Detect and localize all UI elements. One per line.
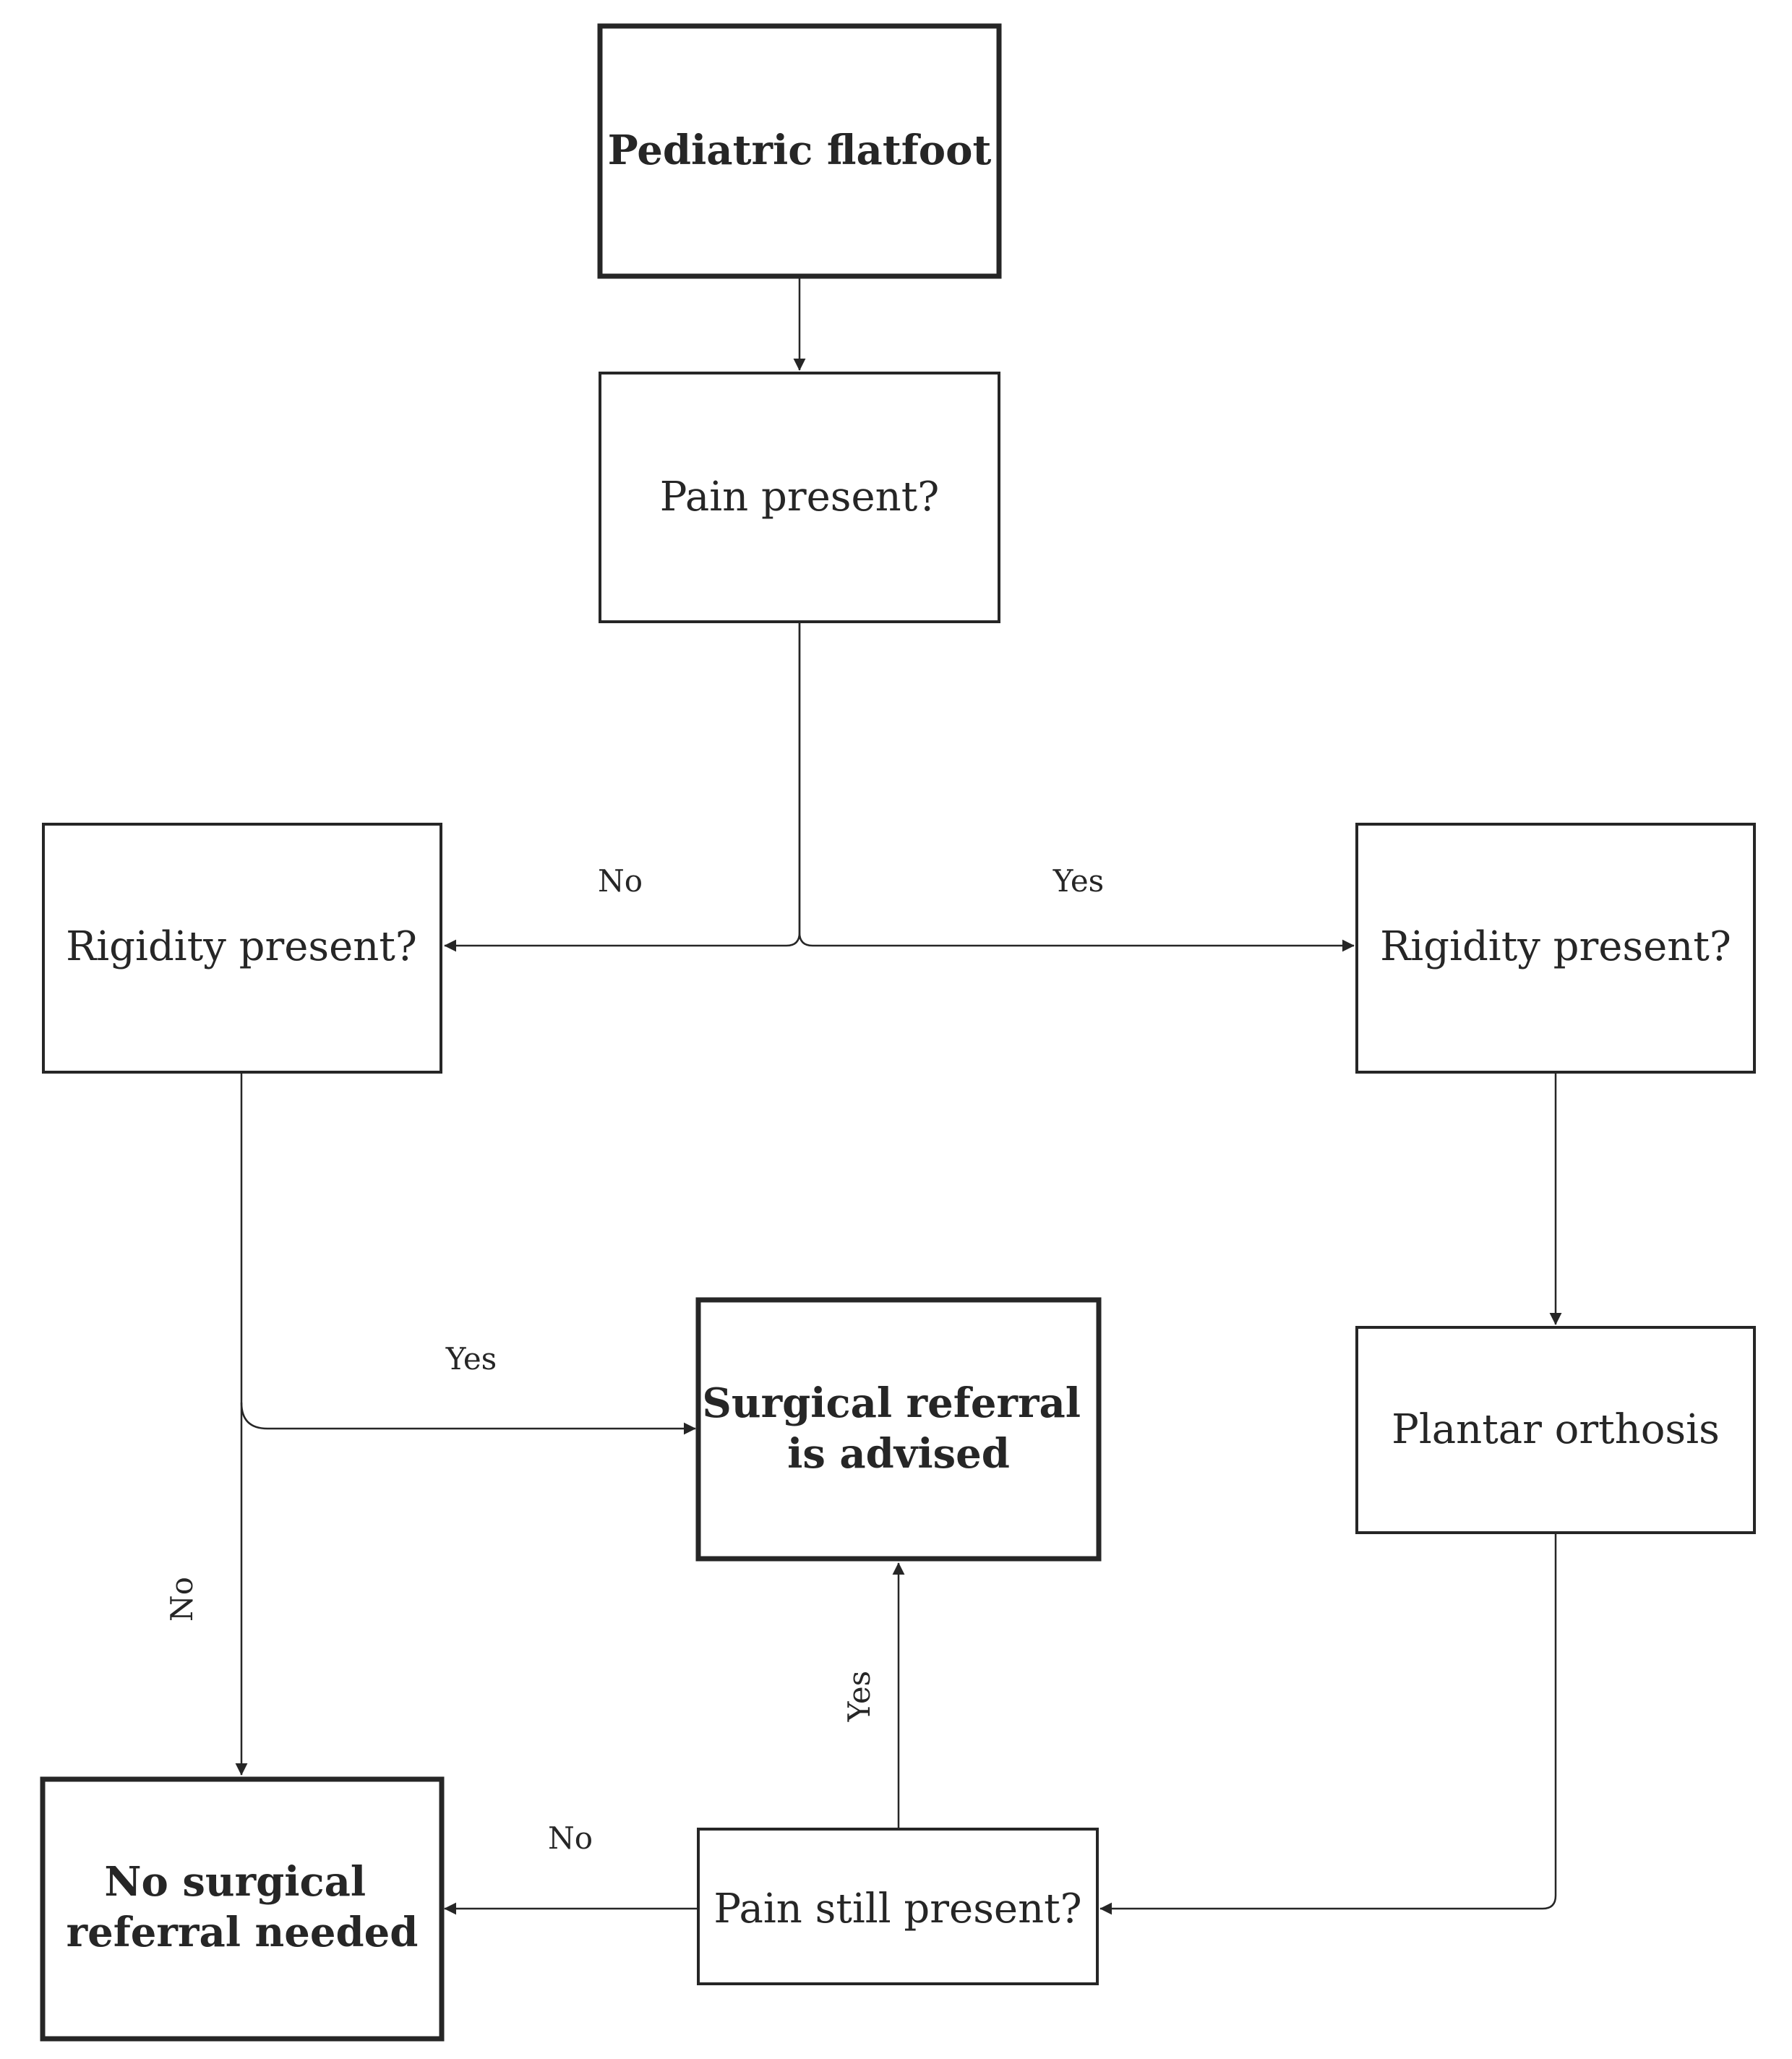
edge-label-pain-yes: Yes [1053, 863, 1105, 899]
node-pain-present-line-1: Pain present? [660, 474, 940, 521]
node-surgical-referral-advised-line-1: Surgical referral [702, 1379, 1081, 1427]
node-plantar-orthosis: Plantar orthosis [1355, 1326, 1756, 1534]
edge-rigidity-left-to-surgical [240, 1402, 696, 1435]
node-no-surgical-referral-needed-line-1: No surgical [104, 1858, 366, 1906]
node-no-surgical-referral-needed: No surgical referral needed [40, 1776, 445, 2042]
svg-text:Surgical referral is a: Surgical referral is advised [702, 1379, 1094, 1478]
node-pediatric-flatfoot: Pediatric flatfoot [597, 23, 1002, 279]
node-no-surgical-referral-needed-line-2: referral needed [67, 1909, 419, 1956]
svg-text:Rigidity present?: Rigidity present? [1380, 923, 1731, 970]
svg-text:Plantar orthosis: Plantar orthosis [1392, 1406, 1720, 1453]
edges [235, 276, 1562, 1915]
edge-pain-to-rigidity-right [798, 622, 1355, 952]
node-rigidity-present-left: Rigidity present? [42, 823, 442, 1074]
node-rigidity-present-left-line-1: Rigidity present? [66, 923, 417, 970]
node-plantar-orthosis-line-1: Plantar orthosis [1392, 1406, 1720, 1453]
node-surgical-referral-advised-line-2: is advised [787, 1430, 1010, 1478]
svg-text:Pain present?: Pain present? [660, 474, 940, 521]
node-pediatric-flatfoot-line-1: Pediatric flatfoot [608, 127, 992, 174]
svg-text:Pediatric flatfoot: Pediatric flatfoot [608, 127, 992, 174]
svg-text:Rigidity present?: Rigidity present? [66, 923, 417, 970]
nodes: Pediatric flatfoot Pain present? Rigidit… [40, 23, 1756, 2042]
node-pain-present: Pain present? [599, 372, 1000, 623]
edge-label-pain-no: No [598, 863, 643, 899]
edge-label-rigidity-yes: Yes [445, 1341, 497, 1377]
edge-label-pain-still-yes: Yes [841, 1671, 877, 1723]
node-pain-still-present-line-1: Pain still present? [713, 1885, 1081, 1932]
edge-label-rigidity-no: No [164, 1577, 200, 1622]
edge-label-pain-still-no: No [548, 1820, 593, 1856]
svg-text:Pain still present?: Pain still present? [713, 1885, 1081, 1932]
node-pain-still-present: Pain still present? [697, 1828, 1099, 1985]
node-surgical-referral-advised: Surgical referral is advised [695, 1297, 1102, 1562]
edge-labels: No Yes Yes No Yes No [164, 863, 1104, 1856]
node-rigidity-present-right-line-1: Rigidity present? [1380, 923, 1731, 970]
svg-text:No surgical referral n: No surgical referral needed [67, 1858, 419, 1956]
node-rigidity-present-right: Rigidity present? [1355, 823, 1756, 1074]
edge-orthosis-to-pain-still [1099, 1533, 1557, 1915]
